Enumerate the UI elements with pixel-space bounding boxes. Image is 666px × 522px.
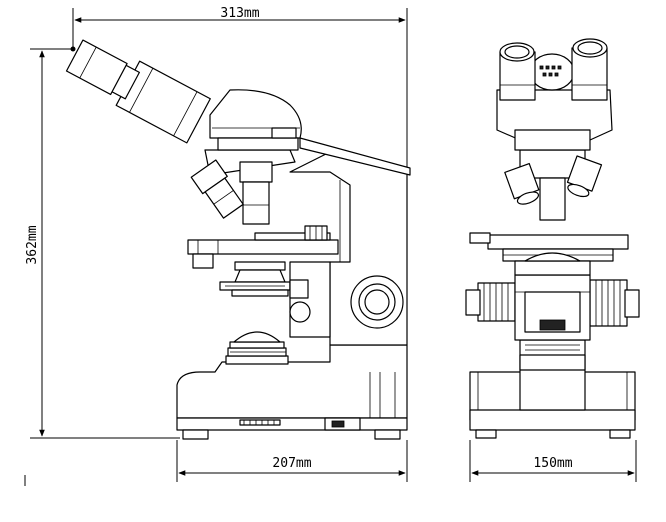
microscope-head [209, 89, 411, 176]
front-eyepieces [499, 38, 608, 101]
eyepiece-tube [65, 39, 211, 144]
objectives [190, 149, 296, 225]
base-scale-marks [239, 419, 281, 426]
dimension-label-base-depth: 207mm [272, 456, 311, 471]
front-objectives [504, 149, 603, 221]
focus-knob [350, 275, 404, 329]
microscope-front-view [465, 38, 640, 439]
microscope-side-view [65, 39, 411, 440]
front-head [496, 53, 613, 151]
dimension-label-base-width: 150mm [533, 456, 572, 471]
condenser [219, 261, 331, 338]
front-stage [469, 232, 629, 276]
dimension-label-height: 362mm [25, 225, 40, 264]
stage [187, 225, 339, 269]
field-lens [225, 331, 289, 365]
dimension-lines [24, 8, 637, 486]
front-focus-knobs [465, 279, 640, 327]
dimension-label-top-width: 313mm [220, 6, 259, 21]
